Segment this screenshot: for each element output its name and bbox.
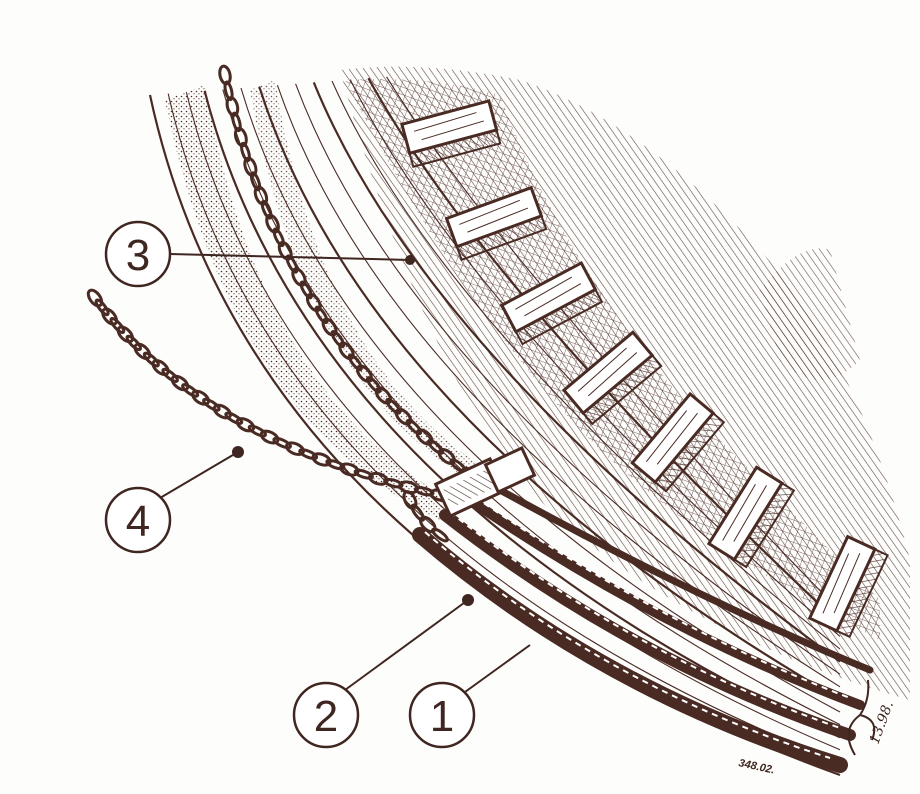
chain-link [260,199,273,220]
chain-link [305,292,322,313]
chain-link [311,452,332,467]
dotted-wale [165,85,460,520]
chain-link [272,227,285,248]
chain-link [383,477,404,489]
chain-link [347,353,363,372]
chain-link [405,418,423,436]
chain-link [151,359,170,376]
cleat [561,330,663,426]
chain-link [368,471,389,486]
chain-link [247,424,267,438]
chain-link [249,171,262,192]
rigging-hatching [760,248,860,380]
chain-link [94,298,110,317]
callout-3: 3 [104,220,415,288]
plank-line [312,81,841,663]
chain-link [330,329,346,349]
chain-link [298,448,319,461]
chain-link [385,397,402,415]
dark-wales [412,486,874,773]
callout-1: 1 [408,644,531,749]
cleat [807,534,889,639]
chain-link [427,439,445,455]
chain-link [191,389,211,406]
chain-link [402,490,418,510]
chain-link [259,429,280,445]
plank-line [258,86,841,701]
chain-link [299,280,313,300]
callout-1-label: 1 [430,692,454,741]
chain-fitting [433,445,537,518]
chain-link [339,462,360,477]
chain-link [142,351,160,368]
chain-link [109,317,126,335]
chain-link [101,307,119,326]
callout-4: 4 [104,446,244,554]
drawing-number: 348.02. [737,757,775,776]
callout-2: 2 [292,594,474,749]
chain-link [265,213,280,234]
cleat [630,391,726,493]
chain-link [314,305,329,325]
chain-link [374,386,393,405]
chain-link [338,341,355,361]
cleat [444,185,548,262]
chain-link [325,458,346,471]
chain-link [413,486,435,497]
chain-link [223,80,234,102]
chain-link [243,156,258,177]
chain-link [133,342,152,360]
plank-line [203,90,841,739]
plank-line [331,80,841,650]
wale-highlights [424,496,851,759]
cleat [706,465,796,569]
chain-link [125,334,142,352]
chain-link [233,126,248,148]
chain-link [365,376,382,394]
chain-link [218,64,232,86]
chain-link [231,111,242,133]
callout-3-label: 3 [126,231,150,280]
chain-link [170,374,190,392]
chain-link [224,411,244,425]
dotted-wale-2 [250,80,480,480]
chain-link [161,367,179,383]
chain-link [356,364,373,383]
chain-link [225,96,240,117]
chain-link [415,428,434,446]
hull-cleats [400,99,889,639]
chain-link [202,397,221,412]
chain-link [212,403,233,420]
chain-link [272,436,292,450]
chain-link [277,240,293,261]
chain-link [240,141,251,163]
chain-link [394,407,413,426]
plank-line [295,83,841,675]
callout-2-label: 2 [314,692,338,741]
chain-link [431,527,449,543]
chain-link [410,503,426,522]
chain-link [235,417,256,433]
chain-link [181,383,200,398]
chain-link [285,441,305,456]
chain-link [253,185,269,206]
chain-link [321,317,338,337]
chain-link [291,267,307,287]
chain-link [437,448,456,465]
cleat [499,260,604,346]
cleat [400,99,502,168]
callout-4-label: 4 [126,497,150,546]
anchor-chains [86,64,480,543]
chain-link [353,468,374,480]
chain-link [116,325,135,344]
chain-link [86,288,104,308]
